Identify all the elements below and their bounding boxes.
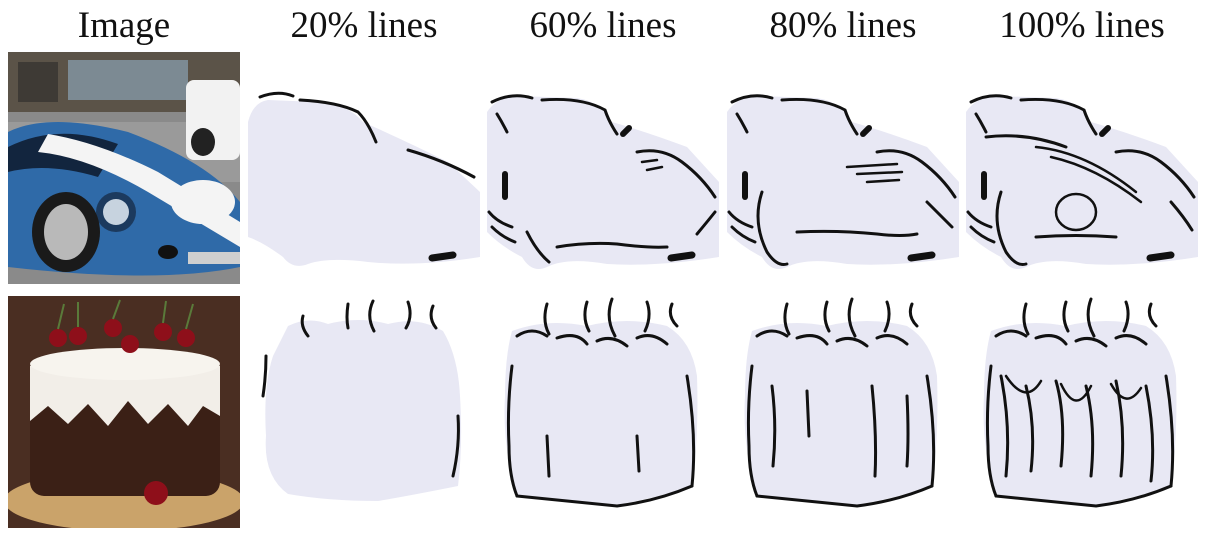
car-lines-20	[248, 52, 480, 284]
header-80-lines: 80% lines	[769, 5, 917, 46]
cake-photo	[8, 296, 240, 528]
car-photo	[8, 52, 240, 284]
car-lines-60	[487, 52, 719, 284]
header-image: Image	[77, 5, 171, 46]
cake-lines-80	[727, 296, 959, 528]
car-lines-100	[966, 52, 1198, 284]
header-20-lines: 20% lines	[290, 5, 438, 46]
cake-lines-100	[966, 296, 1198, 528]
header-100-lines: 100% lines	[999, 5, 1165, 46]
car-lines-80	[727, 52, 959, 284]
header-60-lines: 60% lines	[529, 5, 677, 46]
cake-lines-60	[487, 296, 719, 528]
cake-lines-20	[248, 296, 480, 528]
